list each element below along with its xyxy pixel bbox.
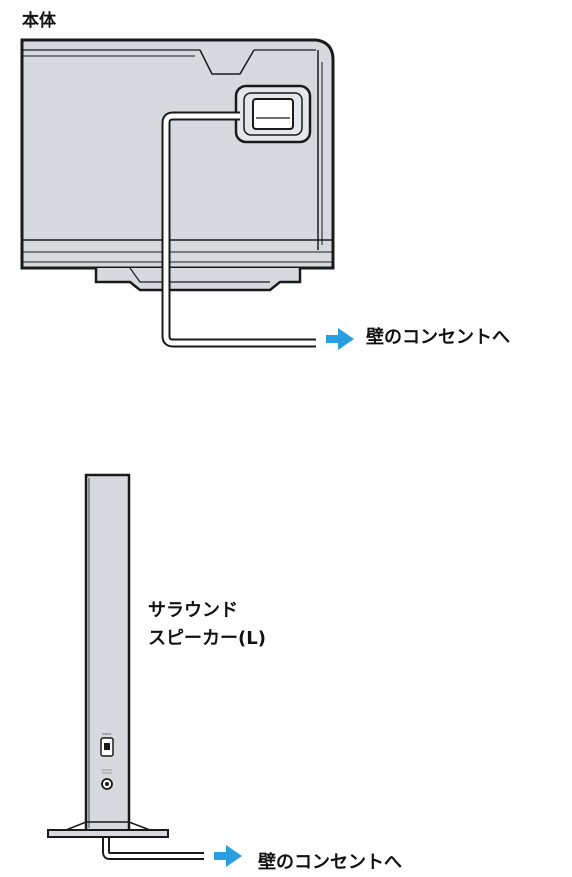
main-unit-title: 本体 [22,11,56,31]
speaker-name-line2: スピーカー(L) [148,628,266,649]
wall-outlet-label-main: 壁のコンセントへ [366,327,510,348]
arrow-right-icon [214,845,242,867]
main-unit-power-cord [161,111,316,348]
wall-outlet-label-speaker: 壁のコンセントへ [258,852,402,873]
speaker-power-cord [102,838,204,860]
svg-text:INPUT: INPUT [103,732,112,736]
main-unit-illustration [20,38,335,292]
arrow-right-icon [326,328,354,350]
surround-speaker-illustration: INPUT [47,473,169,838]
speaker-name-line1: サラウンド [148,600,238,621]
